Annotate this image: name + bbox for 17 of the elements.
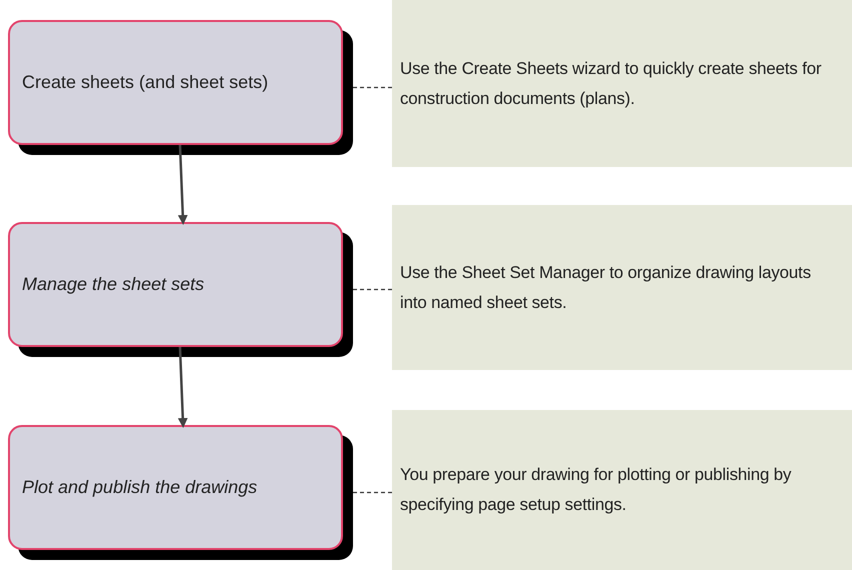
note-panel xyxy=(392,0,852,167)
connector-line xyxy=(353,492,392,494)
step-label: Plot and publish the drawings xyxy=(22,476,258,499)
note-text: Use the Create Sheets wizard to quickly create sheets for construction documents (plans). xyxy=(400,58,822,110)
connector-line xyxy=(353,86,392,88)
connector-line xyxy=(353,288,392,290)
note-panel xyxy=(392,410,852,570)
step-box xyxy=(8,425,343,550)
note-text: Use the Sheet Set Manager to organize drawing layouts into named sheet sets. xyxy=(400,262,812,314)
step-box xyxy=(8,222,343,347)
note-text: You prepare your drawing for plotting or publishing by specifying page setup settings. xyxy=(400,464,792,516)
note-panel xyxy=(392,205,852,370)
arrow xyxy=(178,144,188,225)
step-box xyxy=(8,20,343,145)
step-label: Manage the sheet sets xyxy=(22,273,204,296)
step-label: Create sheets (and sheet sets) xyxy=(22,71,268,94)
arrow xyxy=(178,346,188,428)
